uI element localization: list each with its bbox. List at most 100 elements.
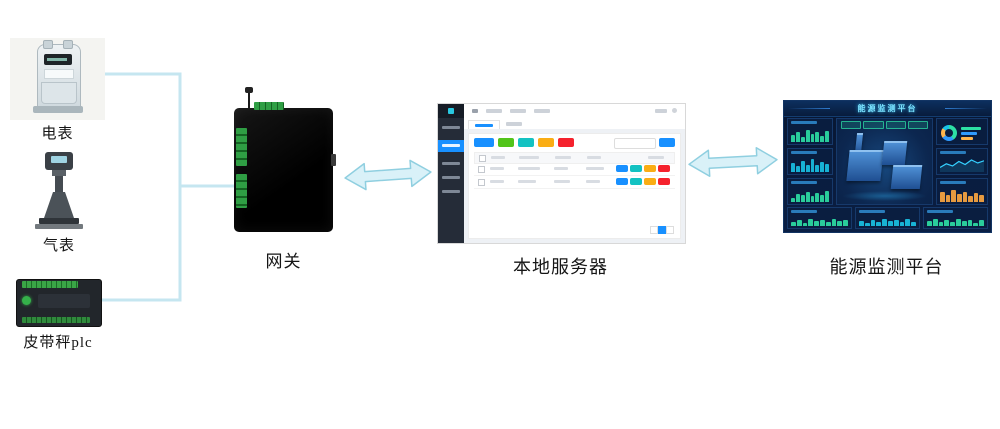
panel-title-bar [859, 210, 885, 213]
column-header-bar [555, 156, 571, 159]
column-header-bar [587, 156, 601, 159]
plc-status-led [22, 296, 31, 305]
select-all-checkbox [479, 155, 486, 162]
bar [791, 135, 795, 142]
admin-logo [438, 104, 464, 118]
bar [810, 159, 815, 172]
antenna-tip [245, 87, 253, 93]
bar [893, 220, 899, 226]
bar-chart [791, 216, 848, 226]
delete-button [558, 138, 574, 147]
cell-text-bar [586, 167, 604, 170]
header-deco-line [788, 108, 830, 109]
panel-title-bar [791, 151, 817, 154]
bar-chart [791, 187, 829, 202]
bar [810, 133, 815, 142]
cell-text-bar [490, 180, 504, 183]
plc-terminal-strip [22, 317, 90, 323]
stat-chip [907, 121, 928, 129]
sidebar-menu-item [442, 162, 460, 165]
dashboard-header: 能源监测平台 [784, 101, 991, 117]
bar [820, 162, 825, 172]
pagination-next [666, 226, 674, 234]
bar [945, 195, 951, 202]
logo-icon [448, 108, 454, 114]
bar [882, 218, 887, 226]
line-chart [940, 157, 984, 172]
meter-digits [47, 58, 67, 61]
meter-knob [63, 40, 73, 49]
bar [837, 220, 843, 226]
table-row [474, 175, 675, 189]
dashboard-body [787, 118, 988, 205]
stat-chip [863, 121, 884, 129]
row-checkbox [478, 179, 485, 186]
gas-meter-stem [55, 176, 63, 192]
cell-text-bar [490, 167, 504, 170]
chart-panel [855, 207, 920, 229]
local-server-screenshot [437, 103, 686, 244]
bar [979, 194, 984, 202]
tab-label-bar [475, 124, 493, 127]
topnav-item [486, 109, 502, 113]
bar [808, 219, 814, 226]
panel-title-bar [791, 121, 817, 124]
antenna [248, 92, 250, 108]
gateway-side-button [331, 154, 336, 166]
gas-meter-display [51, 156, 67, 163]
factory-building [846, 149, 885, 181]
meter-knob [43, 40, 53, 49]
bar-chart [791, 127, 829, 142]
plc-front-panel [38, 294, 90, 308]
panel-title-bar [791, 210, 817, 213]
bar [973, 193, 979, 202]
bar [819, 219, 825, 226]
legend-item [961, 137, 973, 140]
gateway-housing [234, 108, 333, 232]
plc-terminal-strip [22, 281, 78, 288]
bar [825, 190, 829, 202]
row-edit-button [630, 165, 642, 172]
user-avatar [672, 108, 677, 113]
row-view-button [616, 178, 628, 185]
bar [859, 220, 864, 226]
electric-meter-label: 电表 [41, 126, 74, 142]
bar [802, 222, 808, 226]
donut-hole [945, 129, 953, 137]
column-header-bar [491, 156, 505, 159]
export-button [538, 138, 554, 147]
bar [795, 166, 800, 172]
bar [973, 222, 979, 226]
cell-text-bar [518, 180, 536, 183]
bar [825, 163, 829, 172]
bar [825, 221, 831, 226]
bar [951, 190, 956, 202]
meter-display [44, 54, 72, 65]
line-panel [936, 148, 988, 175]
panel-title-bar [940, 181, 966, 184]
meter-cover [41, 82, 77, 104]
bar [800, 136, 805, 142]
topnav-item [534, 109, 550, 113]
gas-meter-head [45, 152, 73, 170]
platform-screenshot: 能源监测平台 [783, 100, 992, 233]
chart-panel [787, 207, 852, 229]
bar [791, 163, 795, 172]
pagination-prev [650, 226, 658, 234]
dashboard-bottom-row [787, 207, 988, 229]
bar [825, 130, 829, 142]
gateway-image [234, 87, 336, 234]
gas-meter-foot [35, 224, 83, 229]
belt-scale-plc-image [14, 276, 102, 328]
bar [815, 132, 820, 142]
bar [979, 220, 984, 226]
sidebar-menu-item [442, 176, 460, 179]
arrow-server-platform [688, 147, 778, 177]
header-deco-line [945, 108, 987, 109]
bar [810, 196, 815, 202]
bar [938, 222, 944, 226]
line-chart-svg [940, 159, 984, 172]
gateway-label: 网关 [265, 252, 302, 271]
bar-chart [791, 157, 829, 172]
